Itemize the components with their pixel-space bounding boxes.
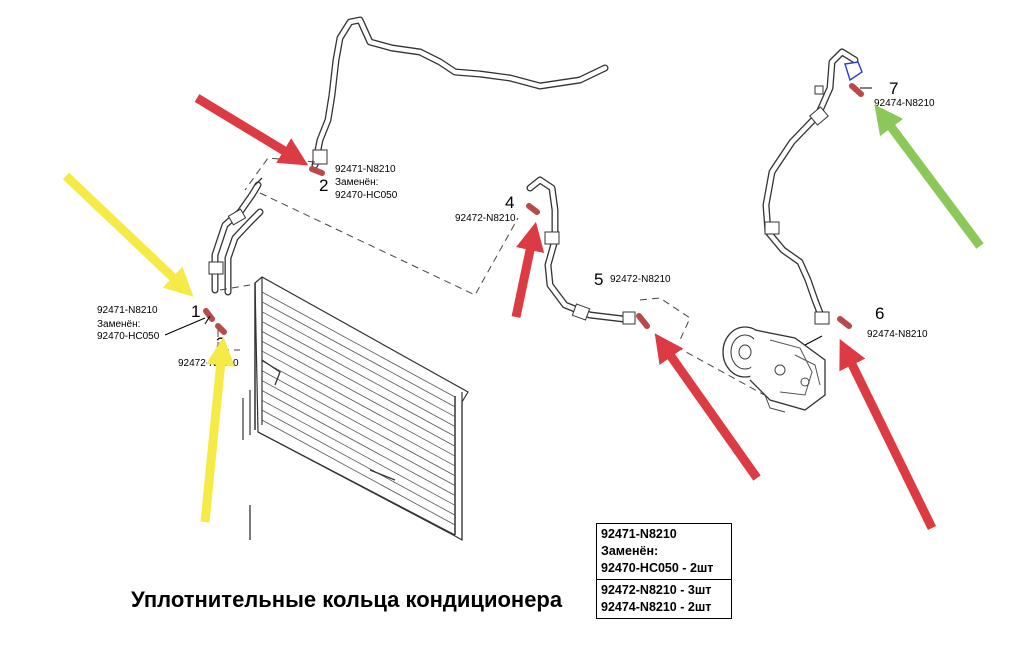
condenser-fin: [261, 370, 456, 477]
summary-group-other: 92472-N8210 - 3шт 92474-N8210 - 2шт: [597, 579, 731, 618]
pointer-arrows: [62, 94, 984, 530]
condenser-fin: [261, 291, 456, 398]
callout-2-number: 2: [319, 176, 328, 195]
condenser-fin: [261, 321, 456, 427]
condenser-fin: [261, 301, 456, 408]
callout-1-number: 1: [191, 302, 200, 321]
seal-ring-3: [215, 323, 227, 335]
condenser-fin: [261, 380, 456, 486]
parts-summary-table: 92471-N8210 Заменён: 92470-HC050 - 2шт 9…: [596, 523, 732, 619]
callout-3-part: 92472-N8210: [178, 358, 239, 369]
condenser-fin: [261, 399, 456, 506]
summary-line: 92472-N8210 - 3шт: [601, 583, 712, 597]
callout-5-number: 5: [594, 270, 603, 289]
callout-2-replaced-label: Заменён:: [335, 177, 378, 188]
summary-line: Заменён:: [601, 544, 659, 558]
callout-1-replaced-label: Заменён:: [97, 319, 140, 330]
seal-ring-4: [526, 203, 540, 215]
summary-line: 92470-HC050 - 2шт: [601, 561, 714, 575]
callout-7-part: 92474-N8210: [874, 98, 935, 109]
callout-1-replaced-by: 92470-HC050: [97, 331, 160, 342]
seal-ring-7: [849, 83, 864, 97]
condenser-fin: [261, 409, 456, 516]
arrow-red-to-4: [511, 221, 545, 318]
summary-line: 92471-N8210: [601, 527, 677, 541]
callout-2-part: 92471-N8210: [335, 164, 396, 175]
middle-hose: [526, 176, 636, 325]
condenser-fin: [261, 390, 456, 496]
leader-lines: [164, 87, 872, 346]
arrow-yellow-to-3: [200, 336, 235, 523]
callout-7-number: 7: [889, 79, 898, 98]
condenser-fin: [261, 350, 456, 457]
condenser-fin: [261, 360, 456, 467]
arrow-yellow-to-1: [62, 172, 194, 297]
diagram-caption: Уплотнительные кольца кондиционера: [131, 587, 563, 612]
callout-1-part: 92471-N8210: [97, 305, 158, 316]
summary-line: 92474-N8210 - 2шт: [601, 600, 712, 614]
arrow-red-to-6: [839, 339, 937, 530]
seal-ring-5: [636, 313, 650, 329]
callout-5-part: 92472-N8210: [610, 274, 671, 285]
right-hose: [762, 48, 863, 325]
top-pipe-line: [311, 16, 609, 169]
condenser: [242, 276, 469, 542]
seal-ring-1: [203, 308, 215, 322]
callout-6-number: 6: [875, 304, 884, 323]
compressor: [722, 326, 826, 413]
callout-4-number: 4: [505, 193, 514, 212]
condenser-fin: [261, 419, 456, 526]
summary-group-replaced: 92471-N8210 Заменён: 92470-HC050 - 2шт: [597, 524, 731, 579]
callout-4-part: 92472-N8210: [455, 213, 516, 224]
arrow-red-to-2: [194, 94, 309, 166]
condenser-fin: [261, 331, 456, 437]
seal-rings: [203, 83, 864, 335]
condenser-fin: [261, 340, 456, 447]
seal-ring-2: [309, 166, 325, 176]
left-pipe-assembly: [208, 177, 264, 296]
arrow-green-to-7: [874, 104, 984, 249]
callout-2-replaced-by: 92470-HC050: [335, 190, 398, 201]
condenser-fin: [261, 311, 456, 418]
seal-ring-6: [837, 316, 852, 329]
callout-6-part: 92474-N8210: [867, 329, 928, 340]
callout-3-number: 3: [216, 334, 225, 353]
arrow-red-to-5: [654, 333, 761, 481]
